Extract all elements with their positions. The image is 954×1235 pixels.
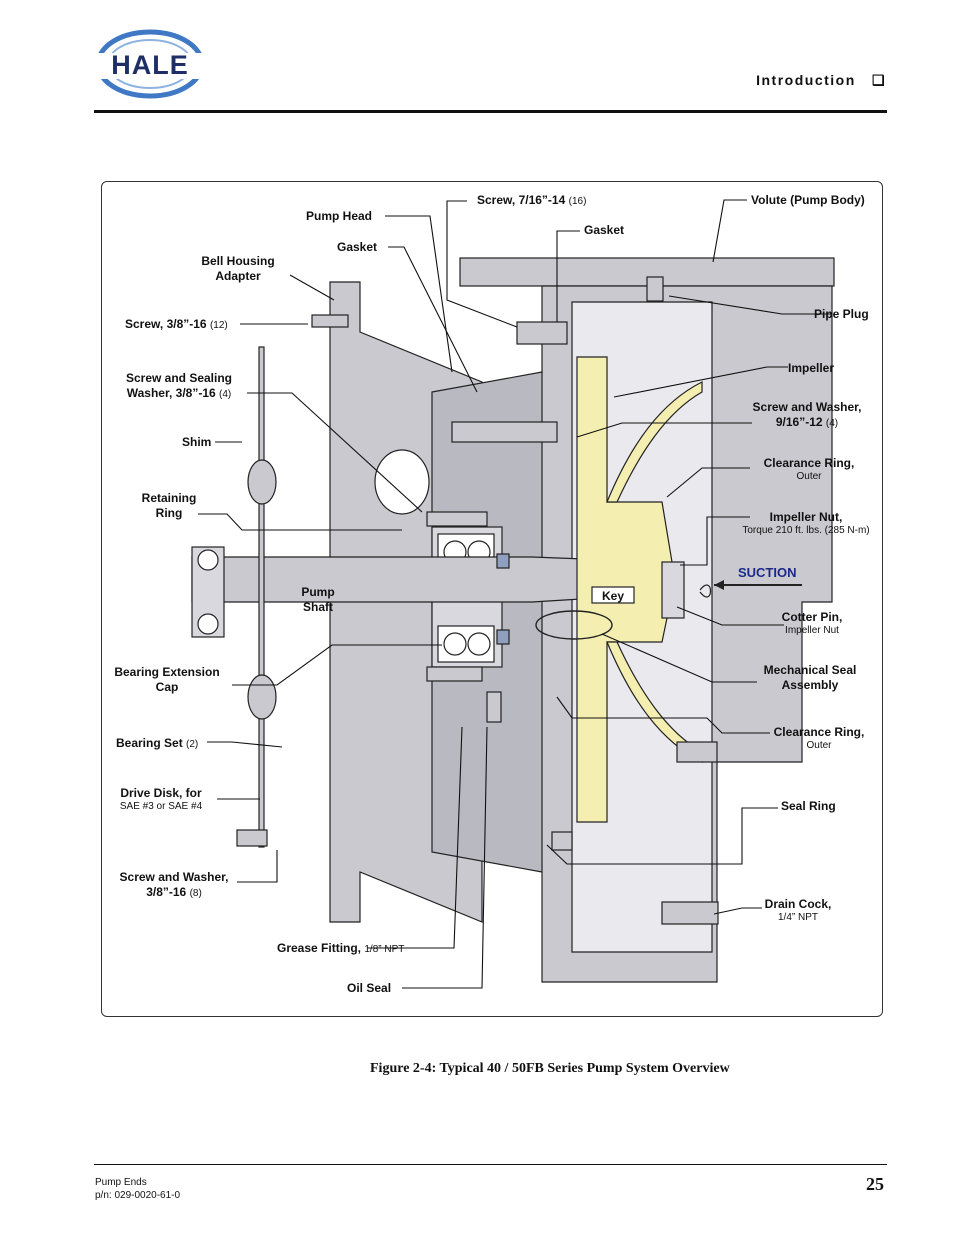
label-oil-seal: Oil Seal [347, 981, 392, 995]
drain-cock [661, 901, 719, 925]
label-bearing-set: Bearing Set (2) [116, 736, 199, 750]
label-drive-disk: Drive Disk, for SAE #3 or SAE #4 [119, 786, 203, 812]
label-suction: SUCTION [738, 565, 797, 580]
label-impeller: Impeller [788, 361, 835, 375]
section-title: Introduction ❑ [756, 72, 886, 89]
figure-caption: Figure 2-4: Typical 40 / 50FB Series Pum… [370, 1061, 730, 1076]
label-cotter-pin: Cotter Pin, Impeller Nut [781, 610, 843, 636]
pump-diagram-figure: Pump Head Gasket Screw, 7/16”-14 (16) Ga… [101, 181, 883, 1017]
label-volute: Volute (Pump Body) [751, 193, 865, 207]
label-seal-ring: Seal Ring [781, 799, 836, 813]
pipe-plug [646, 276, 664, 302]
hale-logo: HALE [94, 28, 206, 100]
mechanical-seal-outline [535, 610, 613, 640]
label-gasket-top: Gasket [584, 223, 625, 237]
footer-part-number: p/n: 029-0020-61-0 [95, 1190, 181, 1201]
label-gasket-left: Gasket [337, 240, 378, 254]
header-rule [94, 110, 887, 113]
label-pump-head: Pump Head [306, 209, 373, 223]
footer-doc-info: Pump Ends p/n: 029-0020-61-0 [95, 1176, 180, 1202]
label-screw-7-16: Screw, 7/16”-14 (16) [477, 193, 587, 207]
section-title-text: Introduction [756, 72, 856, 88]
logo-swoosh-icon [94, 29, 206, 99]
logo-text: HALE [111, 50, 189, 80]
label-clearance-ring-top: Clearance Ring, Outer [763, 456, 855, 482]
label-screw-washer-3-8: Screw and Washer,3/8”-16 (8) [119, 870, 229, 899]
label-screw-3-8: Screw, 3/8”-16 (12) [125, 317, 228, 331]
label-grease-fitting: Grease Fitting, 1/8” NPT [277, 941, 405, 955]
seal-ring-blue [496, 553, 510, 569]
label-clearance-ring-bottom: Clearance Ring, Outer [773, 725, 865, 751]
label-drain-cock: Drain Cock, 1/4” NPT [764, 897, 832, 923]
pump-cross-section-drawing [191, 199, 835, 989]
section-marker-icon: ❑ [871, 72, 886, 88]
label-key: Key [601, 589, 624, 603]
impeller-nut [661, 561, 685, 619]
label-shim: Shim [182, 435, 212, 449]
drive-disk [258, 346, 265, 848]
page-number: 25 [866, 1174, 884, 1194]
label-screw-washer-9-16: Screw and Washer,9/16”-12 (4) [752, 400, 862, 429]
label-impeller-nut: Impeller Nut, Torque 210 ft. lbs. (285 N… [742, 510, 870, 536]
footer-rule [94, 1164, 887, 1165]
label-pipe-plug: Pipe Plug [814, 307, 869, 321]
footer-title: Pump Ends [95, 1177, 147, 1188]
